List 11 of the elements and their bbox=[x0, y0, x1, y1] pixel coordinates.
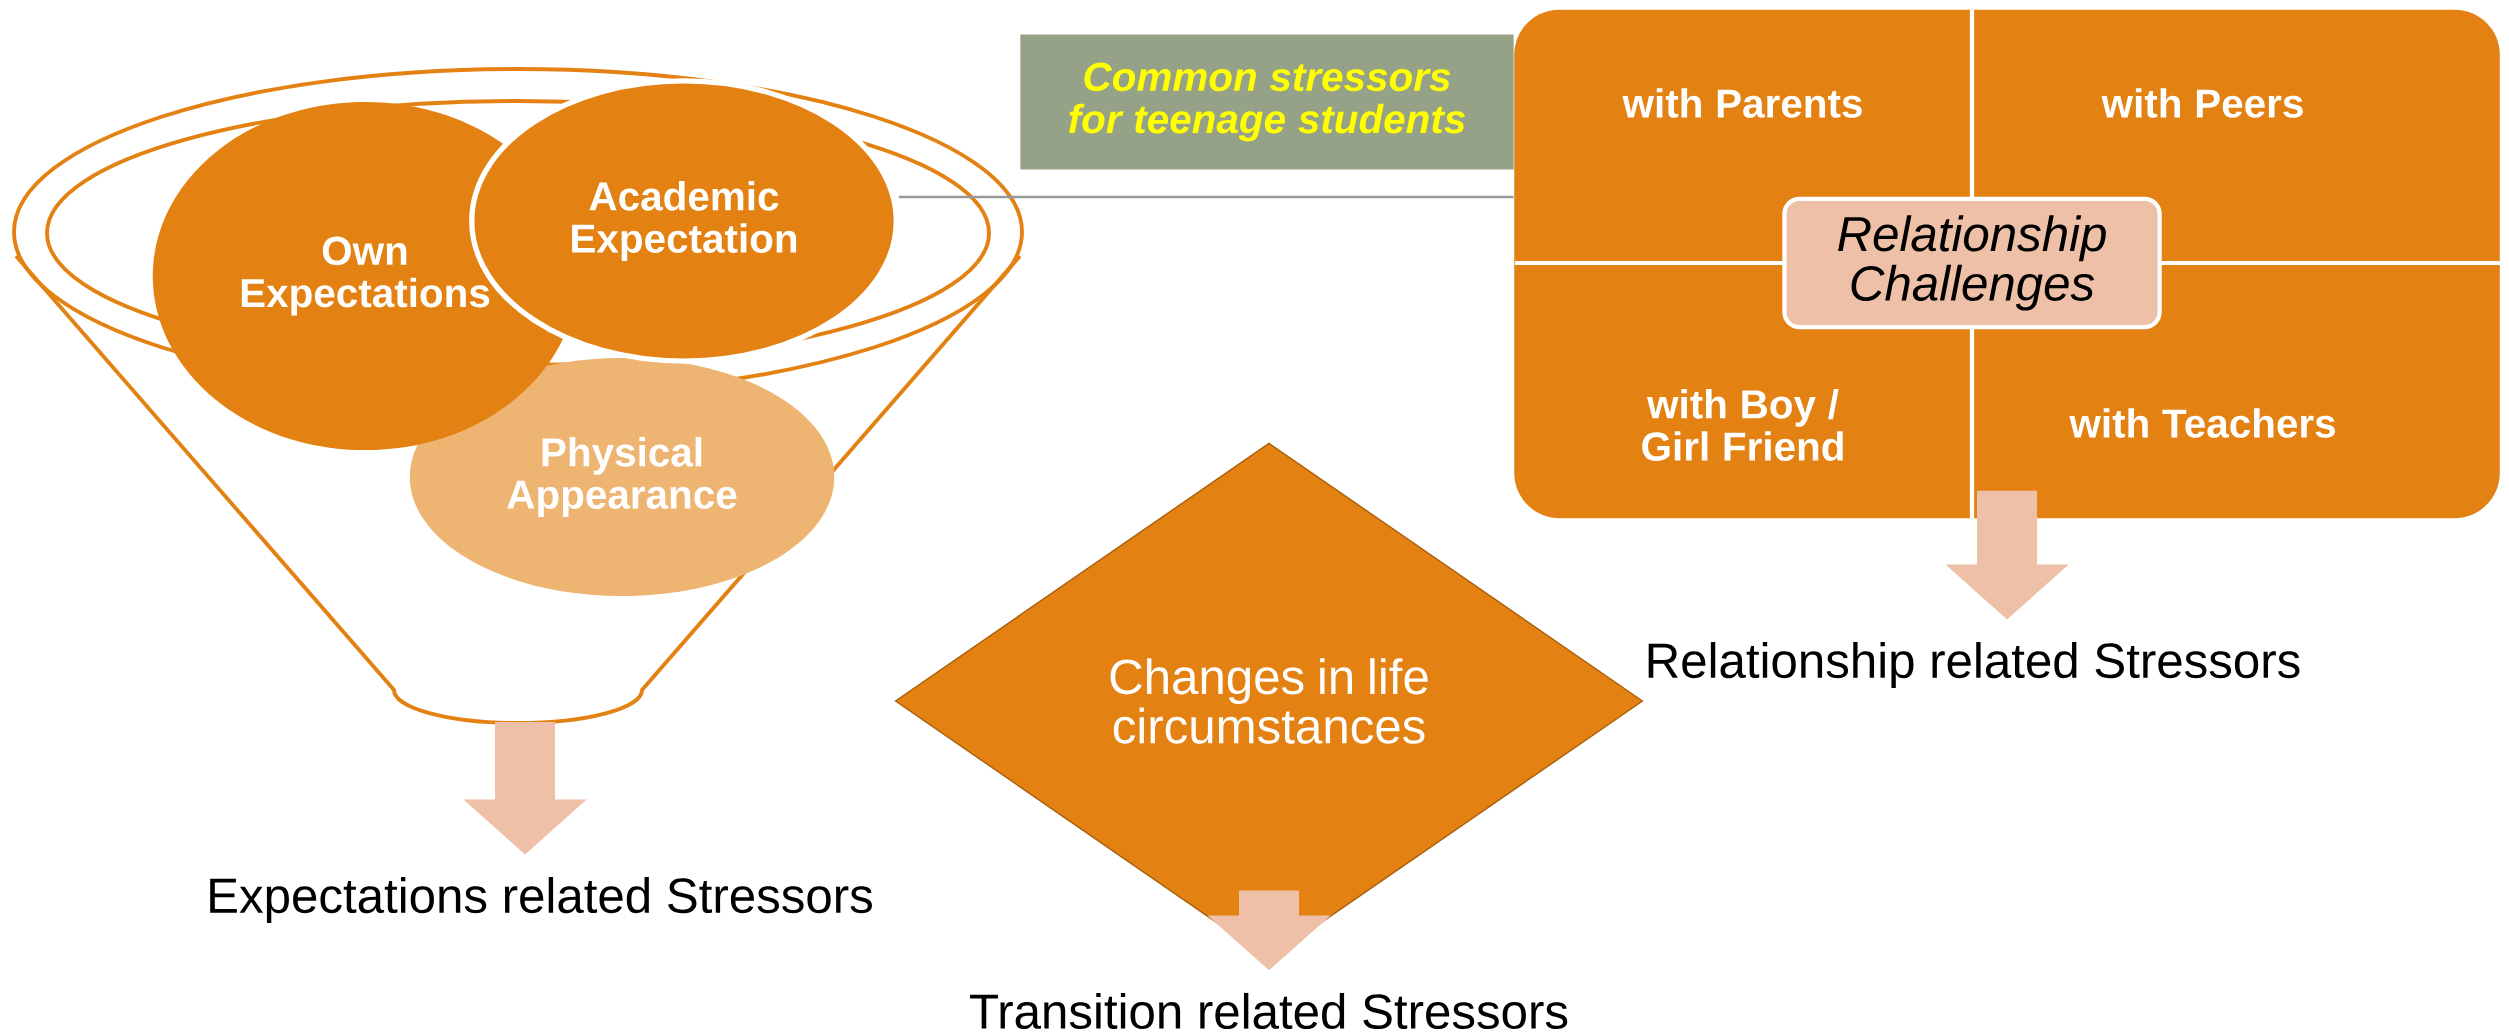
quadrant-label: with Parents bbox=[1622, 88, 1862, 118]
matrix-box bbox=[1514, 9, 2500, 519]
quadrant-label: with Teachers bbox=[2069, 408, 2335, 438]
connector-line bbox=[898, 195, 1514, 199]
quadrant-label: with Boy / Girl Friend bbox=[1642, 389, 1843, 461]
title-box: Common stressors for teenage students bbox=[1020, 34, 1514, 170]
caption-text: Transition related Stressors bbox=[970, 992, 1568, 1030]
caption-text: Expectations related Stressors bbox=[210, 877, 872, 923]
caption-text: Relationship related Stressors bbox=[1648, 642, 2300, 688]
quadrant-label: with Peers bbox=[2101, 88, 2303, 118]
center-box: Relationship Challenges bbox=[1782, 196, 2162, 330]
